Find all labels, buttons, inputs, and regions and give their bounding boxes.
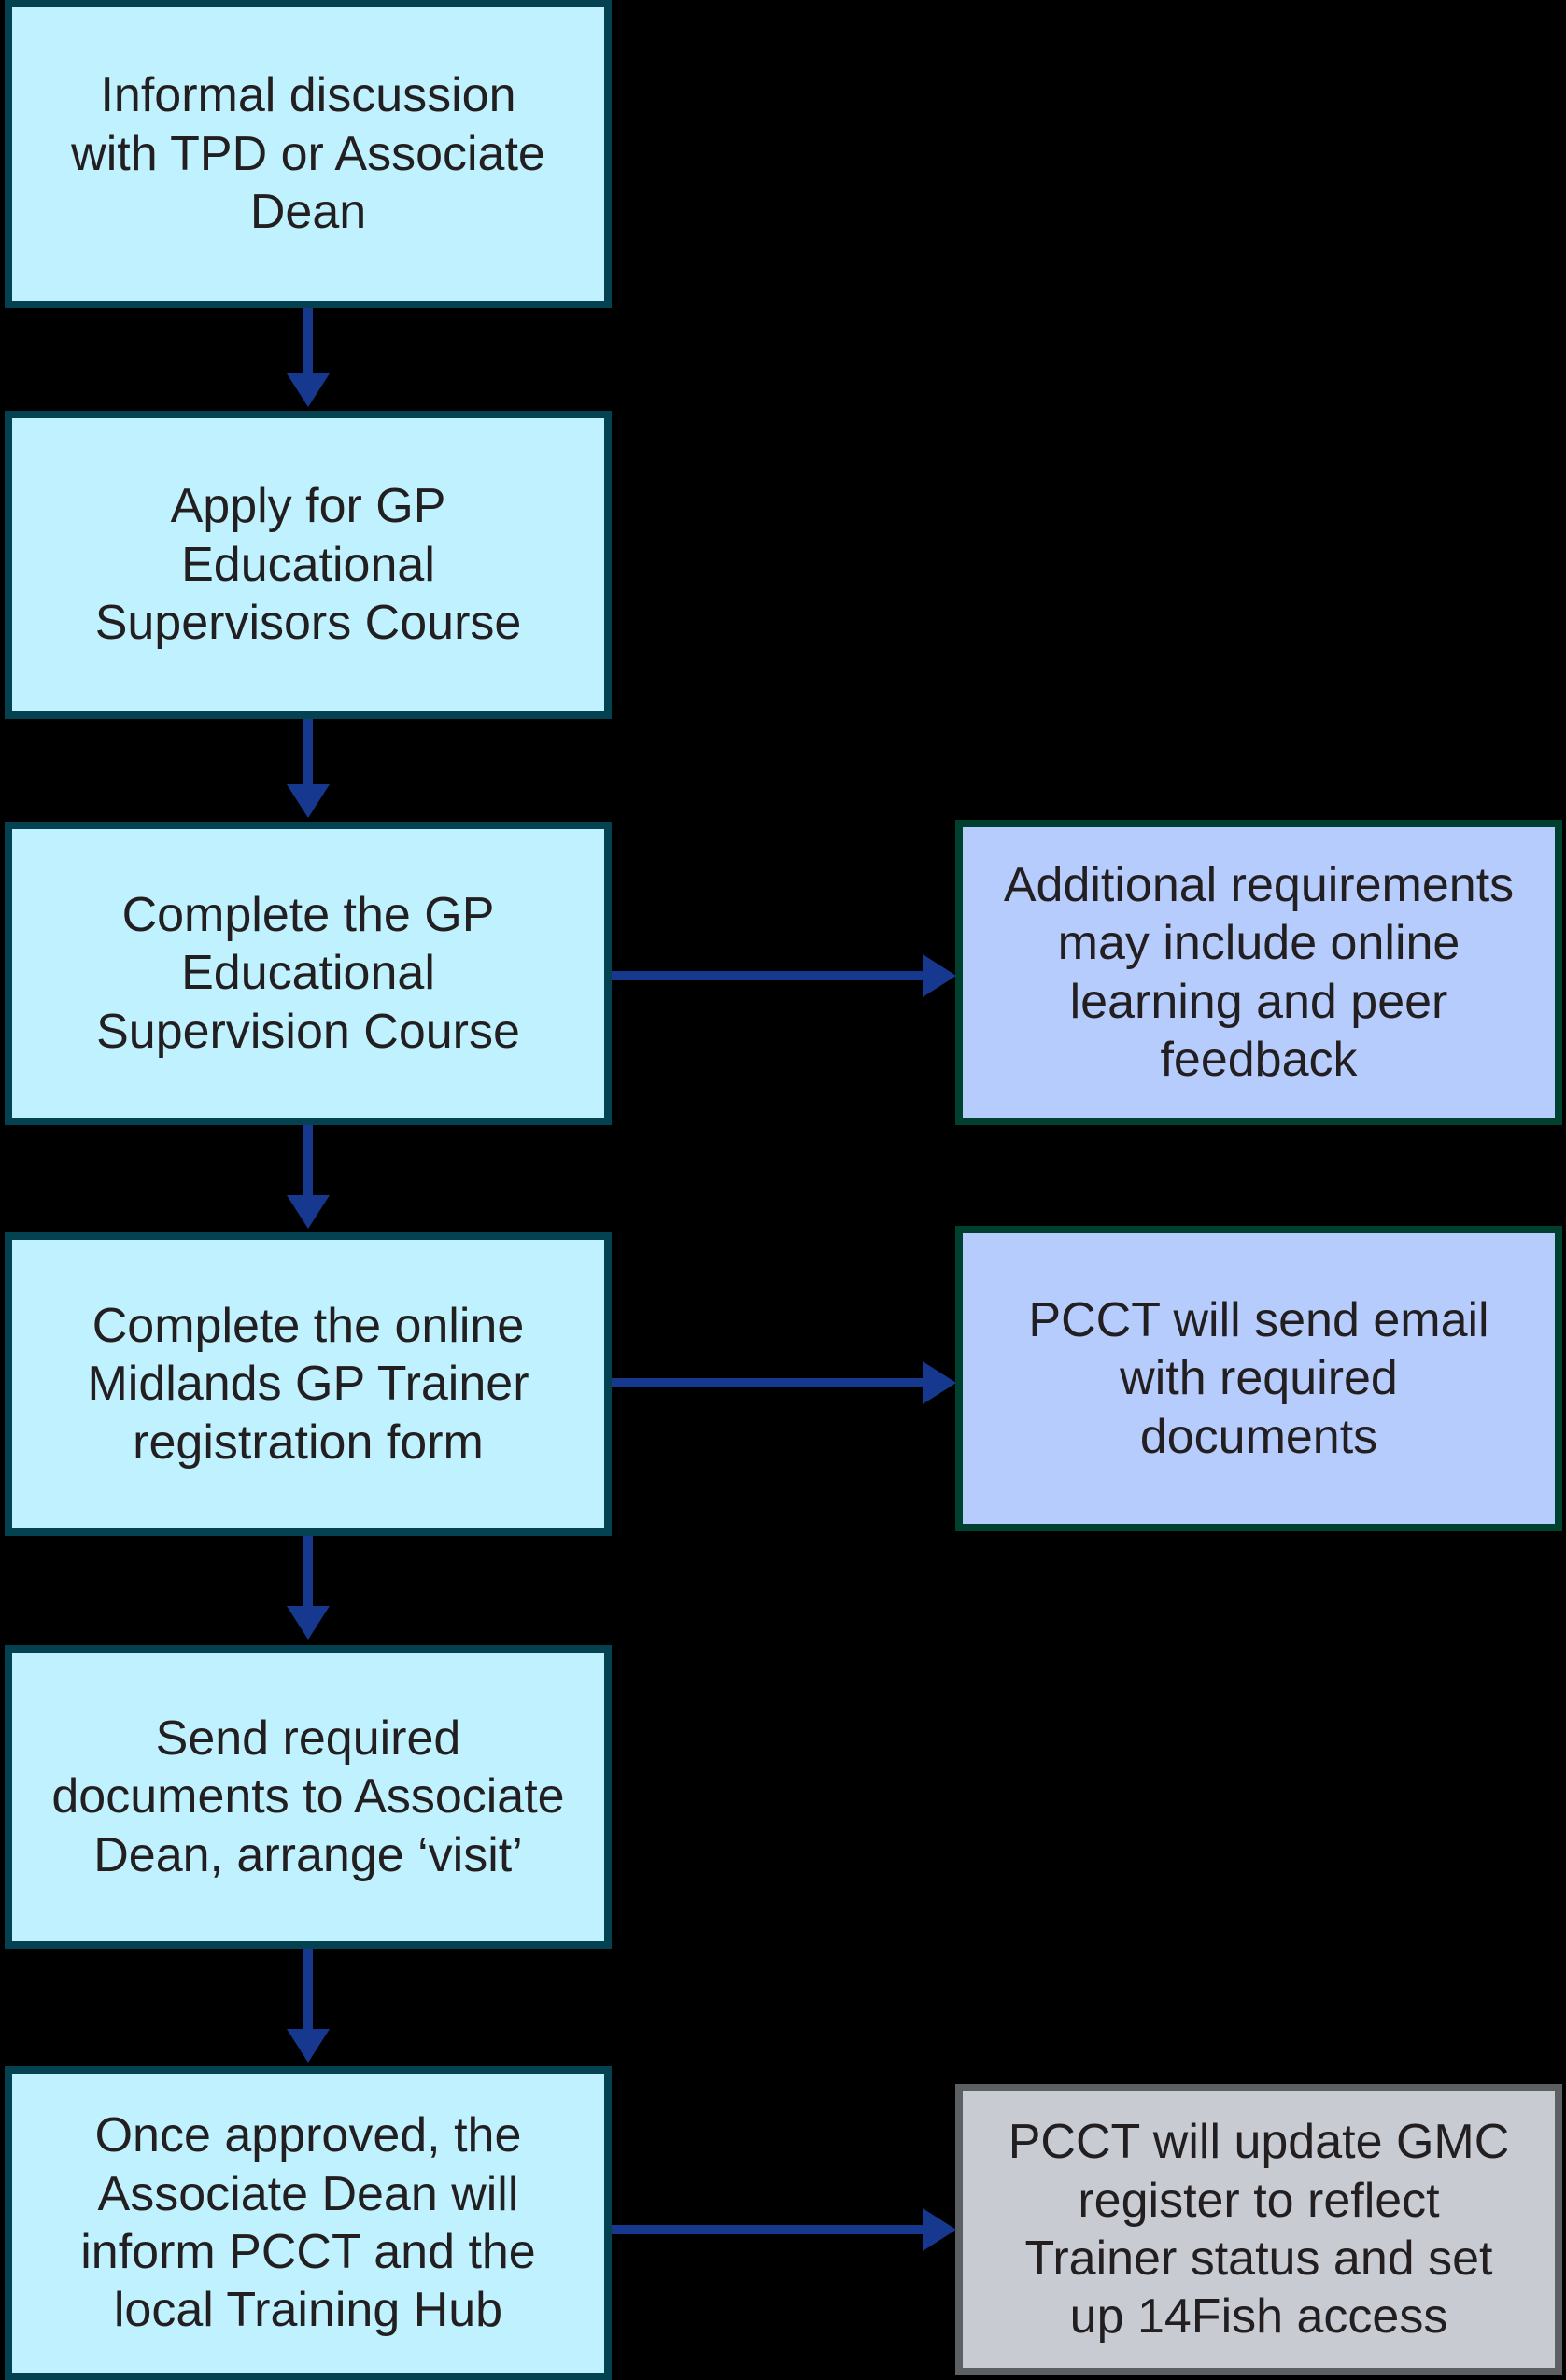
flow-node-step-6[interactable]: Once approved, the Associate Dean will i… xyxy=(5,2066,612,2380)
flow-node-step-2[interactable]: Apply for GP Educational Supervisors Cou… xyxy=(5,411,612,719)
arrowhead-step-3-to-step-4-icon xyxy=(287,1195,330,1229)
arrowhead-step-5-to-step-6-icon xyxy=(287,2029,330,2063)
connector-step-4-to-step-5 xyxy=(303,1536,313,1610)
flow-node-step-5[interactable]: Send required documents to Associate Dea… xyxy=(5,1645,612,1949)
connector-step-3-to-step-4 xyxy=(303,1125,313,1199)
flow-node-note-3[interactable]: PCCT will update GMC register to reflect… xyxy=(955,2084,1562,2375)
flow-node-step-3[interactable]: Complete the GP Educational Supervision … xyxy=(5,822,612,1125)
flow-node-step-1[interactable]: Informal discussion with TPD or Associat… xyxy=(5,0,612,308)
arrowhead-step-6-to-note-3-icon xyxy=(923,2208,956,2251)
arrowhead-step-4-to-note-2-icon xyxy=(923,1361,956,1404)
arrowhead-step-4-to-step-5-icon xyxy=(287,1606,330,1640)
connector-step-2-to-step-3 xyxy=(303,719,313,788)
connector-step-3-to-note-1 xyxy=(612,971,925,980)
flow-node-step-4[interactable]: Complete the online Midlands GP Trainer … xyxy=(5,1232,612,1536)
connector-step-5-to-step-6 xyxy=(303,1949,313,2033)
flow-node-note-2[interactable]: PCCT will send email with required docum… xyxy=(955,1226,1562,1531)
connector-step-1-to-step-2 xyxy=(303,308,313,377)
connector-step-4-to-note-2 xyxy=(612,1378,925,1387)
flow-node-note-1[interactable]: Additional requirements may include onli… xyxy=(955,820,1562,1125)
arrowhead-step-2-to-step-3-icon xyxy=(287,784,330,818)
connector-step-6-to-note-3 xyxy=(612,2225,925,2234)
arrowhead-step-1-to-step-2-icon xyxy=(287,373,330,407)
arrowhead-step-3-to-note-1-icon xyxy=(923,954,956,997)
